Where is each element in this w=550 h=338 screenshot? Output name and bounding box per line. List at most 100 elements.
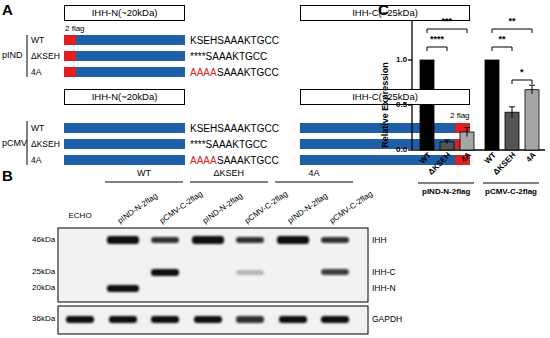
error-bar: [444, 140, 450, 144]
band-label: GAPDH: [372, 315, 402, 324]
protein-bar: [76, 67, 185, 77]
vector-label: pCMV: [2, 139, 27, 149]
blot-membrane: [58, 228, 368, 302]
group-label: ΔKSEH: [214, 169, 245, 179]
flag-tag: [64, 35, 76, 45]
blot-band: [107, 285, 139, 292]
sequence-text: SAAAKTGCC: [217, 155, 279, 166]
band-label: IHH-C: [372, 268, 396, 277]
blot-band: [321, 316, 349, 323]
sequence-text: ****SAAAKTGCC: [190, 139, 267, 150]
chart-bar: [420, 60, 434, 150]
construct-label: 4A: [31, 156, 41, 165]
blot-band: [151, 237, 179, 243]
domain-box: IHH-N(~20kDa): [64, 89, 185, 105]
panel-letter: A: [2, 2, 13, 19]
sequence-text: KSEHSAAAKTGCC: [190, 123, 279, 134]
chart-bar: [525, 90, 539, 150]
chart-bar: [505, 112, 519, 150]
mutation-text: AAAA: [190, 67, 217, 78]
lane-label: pCMV-C-2flag: [158, 189, 204, 225]
blot-band: [151, 316, 179, 323]
blot-band: [151, 269, 179, 276]
domain-box: IHH-N(~20kDa): [64, 5, 185, 21]
flag-tag: [64, 35, 470, 165]
tick-label: 0.0: [396, 146, 407, 155]
error-bar: [464, 128, 470, 137]
blot-band: [321, 269, 349, 275]
band-label: IHH-N: [372, 284, 396, 293]
group-label: pCMV-C-2flag: [485, 188, 537, 197]
blot-membrane: [58, 306, 368, 334]
blot-band: [107, 236, 139, 244]
chart-bar: [420, 60, 539, 150]
panel-letter: C: [378, 2, 389, 19]
category-label: WT: [484, 151, 499, 166]
chart-bar: [485, 60, 499, 150]
significance-mark: ****: [430, 35, 444, 45]
blot-band: [236, 316, 264, 323]
significance-mark: ***: [442, 17, 453, 27]
panel-letter: B: [2, 168, 13, 185]
vector-label: pIND: [2, 51, 23, 61]
blot-band: [109, 316, 137, 323]
significance-mark: *: [520, 68, 524, 78]
axis-title: Relative Expression: [381, 62, 391, 148]
construct-label: ΔKSEH: [31, 52, 60, 61]
protein-bar: [64, 139, 185, 149]
protein-bar: [76, 51, 185, 61]
significance-mark: **: [509, 17, 516, 27]
box-label: IHH-N(~20kDa): [92, 92, 158, 102]
lane-label: pCMV-C-2flag: [328, 189, 374, 225]
tick-label: 1.0: [396, 56, 407, 65]
lane-group-line: [105, 182, 353, 183]
blot-band: [321, 237, 349, 243]
group-line: [418, 183, 474, 184]
construct-label: 4A: [31, 68, 41, 77]
significance-bracket: [427, 47, 447, 51]
lane-label: pIND-N-2flag: [201, 192, 244, 226]
mutation-text: AAAA: [190, 155, 217, 166]
significance-bracket: [512, 80, 532, 84]
box-label: IHH-N(~20kDa): [92, 8, 158, 18]
lane-group-line: [105, 182, 183, 183]
size-marker: 46kDa: [32, 236, 55, 245]
chart-axis: [411, 15, 412, 150]
blot-band: [66, 316, 94, 323]
flag-label: 2 flag: [65, 25, 85, 34]
lane-label: pIND-N-2flag: [116, 192, 159, 226]
lane-group-line: [190, 182, 268, 183]
protein-bar: [64, 123, 185, 133]
protein-bar: [64, 155, 185, 165]
group-line: [418, 183, 539, 184]
lane-label: pIND-N-2flag: [286, 192, 329, 226]
group-line: [483, 183, 539, 184]
lane-group-line: [275, 182, 353, 183]
flag-label: 2 flag: [450, 112, 470, 121]
construct-label: WT: [31, 36, 44, 45]
blot-membrane: [58, 228, 368, 334]
blot-band: [236, 270, 264, 275]
chart-axis: [408, 149, 412, 150]
group-label: 4A: [309, 169, 320, 179]
significance-mark: **: [499, 35, 506, 45]
chart-axis: [408, 59, 412, 60]
blot-band: [277, 236, 309, 244]
blot-band: [236, 237, 264, 243]
error-bar: [509, 107, 515, 118]
lane-label: ECHO: [69, 212, 92, 221]
protein-bar: [64, 35, 455, 165]
size-marker: 36kDa: [32, 315, 55, 324]
protein-bar: [76, 35, 185, 45]
error-bar: [529, 85, 535, 94]
size-marker: 25kDa: [32, 268, 55, 277]
sequence-text: KSEHSAAAKTGCC: [190, 35, 279, 46]
construct-label: WT: [31, 124, 44, 133]
category-label: 4A: [525, 151, 538, 164]
blot-band: [66, 236, 349, 323]
sequence-text: ****SAAAKTGCC: [190, 51, 267, 62]
flag-tag: [64, 67, 76, 77]
lane-label: pCMV-C-2flag: [243, 189, 289, 225]
